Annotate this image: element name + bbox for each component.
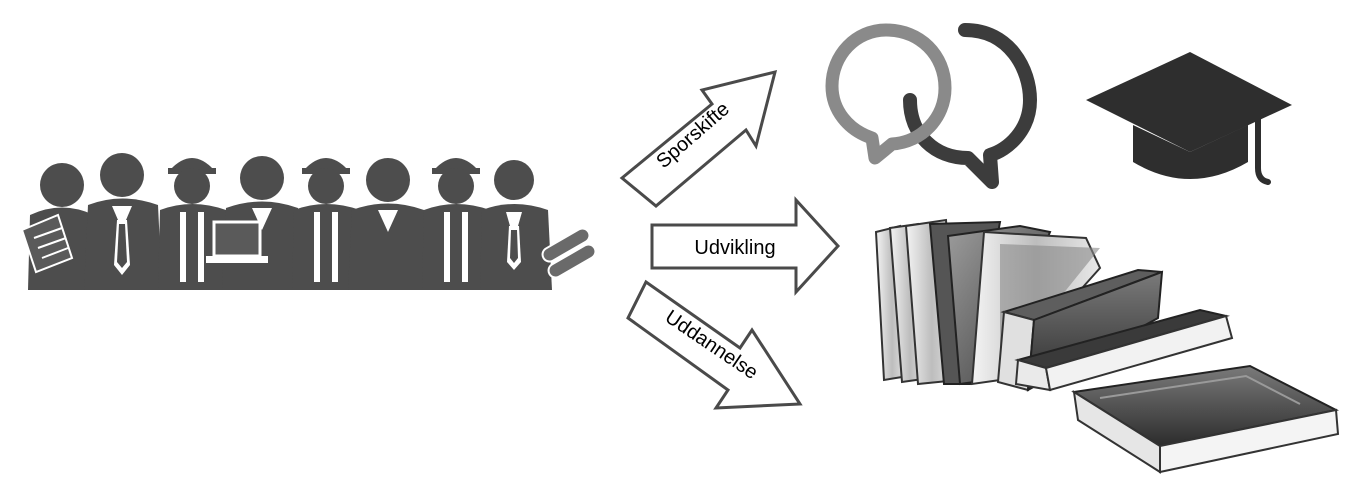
worker-figure <box>348 158 428 290</box>
worker-figure <box>292 158 362 290</box>
laptop-prop <box>206 220 268 263</box>
arrow-udvikling: Udvikling <box>650 196 841 296</box>
graduation-cap-icon <box>1086 52 1292 185</box>
arrow-uddannelse: Uddannelse <box>626 279 803 410</box>
speech-bubbles-icon <box>825 23 1037 189</box>
blueprint-rolls-prop <box>541 227 597 279</box>
worker-figure <box>158 158 228 290</box>
workers-group-icon <box>20 153 597 290</box>
book-lying <box>1071 364 1340 474</box>
arrow-sporskifte: Sporskifte <box>619 69 778 208</box>
worker-figure <box>422 158 492 290</box>
books-icon <box>874 218 1340 474</box>
arrow-label-middle: Udvikling <box>694 237 775 259</box>
documents-prop <box>20 213 74 274</box>
book-tilted <box>1014 308 1234 392</box>
